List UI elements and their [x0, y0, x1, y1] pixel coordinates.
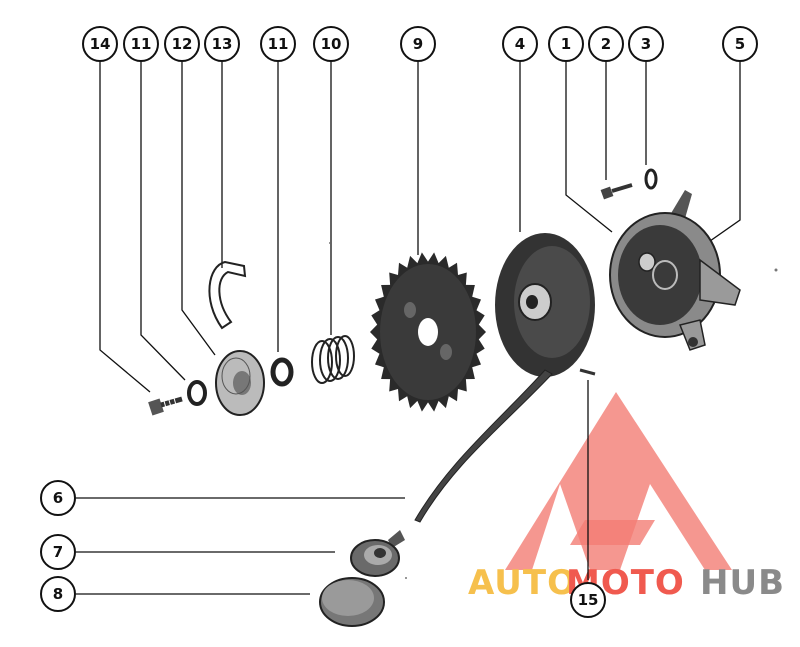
callout-c2: 2: [588, 26, 624, 62]
callout-number: 15: [578, 591, 599, 609]
callout-number: 11: [268, 35, 289, 53]
callout-c13: 13: [204, 26, 240, 62]
callout-c14: 14: [82, 26, 118, 62]
callout-number: 10: [321, 35, 342, 53]
callout-circle: [123, 26, 159, 62]
part-12-cover-plate: [215, 350, 265, 416]
callout-number: 7: [53, 543, 63, 561]
callout-number: 11: [131, 35, 152, 53]
part-10-spring: [311, 335, 355, 384]
leader-14: [99, 62, 151, 393]
part-11-washer-right: [270, 357, 294, 387]
callout-c4: 4: [502, 26, 538, 62]
watermark-triangle-mark: [505, 392, 732, 570]
part-2-screw: [600, 183, 633, 200]
part-13-retaining-clip: [208, 260, 247, 330]
callout-number: 5: [735, 35, 745, 53]
callout-c9: 9: [400, 26, 436, 62]
part-3-washer: [644, 168, 658, 190]
callout-circle: [722, 26, 758, 62]
callout-circle: [570, 582, 606, 618]
callout-number: 3: [641, 35, 651, 53]
callout-c15: 15: [570, 582, 606, 618]
part-14-bolt: [148, 396, 183, 416]
callout-circle: [40, 534, 76, 570]
callout-c11b: 11: [260, 26, 296, 62]
callout-c7: 7: [40, 534, 76, 570]
callout-circle: [82, 26, 118, 62]
callout-number: 14: [90, 35, 111, 53]
part-15-pin: [579, 368, 596, 376]
callout-c1: 1: [548, 26, 584, 62]
callout-number: 4: [515, 35, 525, 53]
leader-lines: [76, 62, 741, 595]
part-6-drive-belt: [414, 369, 553, 523]
leader-11a: [140, 62, 186, 381]
callout-c3: 3: [628, 26, 664, 62]
parts: [148, 168, 741, 627]
callout-circle: [548, 26, 584, 62]
callout-number: 6: [53, 489, 63, 507]
part-4-pulley: [495, 233, 595, 377]
callout-circle: [502, 26, 538, 62]
callout-circle: [588, 26, 624, 62]
part-1-pump-housing: [609, 190, 741, 351]
watermark-text-auto: AUTO: [468, 563, 577, 603]
part-9-sprocket: [370, 252, 486, 412]
scan-specks: [329, 242, 778, 579]
part-7-impeller: [350, 530, 405, 577]
part-11-washer-left: [187, 380, 207, 406]
watermark-text: AUTO MOTO HUB: [468, 563, 785, 603]
callout-number: 2: [601, 35, 611, 53]
callout-circle: [260, 26, 296, 62]
callout-c12: 12: [164, 26, 200, 62]
callout-c11a: 11: [123, 26, 159, 62]
watermark-text-hub: HUB: [700, 563, 785, 603]
callout-number: 8: [53, 585, 63, 603]
callout-circle: [40, 576, 76, 612]
part-8-cover-disk: [319, 577, 385, 627]
leader-1: [565, 62, 613, 233]
callout-circle: [164, 26, 200, 62]
callout-c8: 8: [40, 576, 76, 612]
callout-number: 13: [212, 35, 233, 53]
callout-circle: [40, 480, 76, 516]
callout-c5: 5: [722, 26, 758, 62]
callout-c6: 6: [40, 480, 76, 516]
callout-number: 9: [413, 35, 423, 53]
watermark-logo: [505, 392, 732, 570]
leader-12: [181, 62, 216, 356]
callout-number: 12: [172, 35, 193, 53]
callout-circle: [313, 26, 349, 62]
callout-circle: [400, 26, 436, 62]
callout-circle: [204, 26, 240, 62]
callout-circle: [628, 26, 664, 62]
callout-c10: 10: [313, 26, 349, 62]
callout-number: 1: [561, 35, 571, 53]
